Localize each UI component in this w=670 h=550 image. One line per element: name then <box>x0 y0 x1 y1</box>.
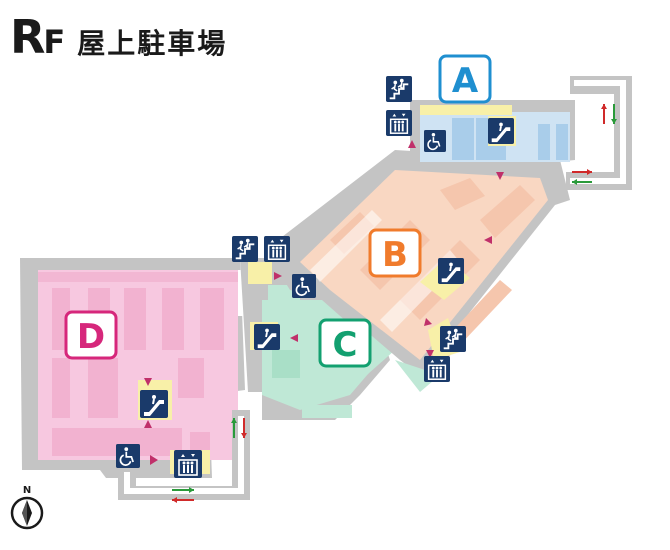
floor-code-f: F <box>43 23 66 61</box>
floor-name: 屋上駐車場 <box>77 27 228 60</box>
floor-title: R F 屋上駐車場 <box>10 14 227 62</box>
stairs-icon <box>386 76 412 102</box>
stairs-icon <box>440 326 466 352</box>
zone-label-d-text: D <box>77 317 105 357</box>
floor-code-r: R <box>10 10 45 64</box>
escalator-icon <box>488 118 514 144</box>
elevator-icon <box>174 450 202 478</box>
elevator-icon <box>424 356 450 382</box>
compass-icon: N <box>10 485 44 530</box>
elevator-icon <box>264 236 290 262</box>
ramp-bottom <box>118 410 250 503</box>
zone-label-c-text: C <box>333 325 358 365</box>
escalator-icon <box>438 258 464 284</box>
escalator-icon <box>254 324 280 350</box>
zone-d-area <box>20 258 268 478</box>
wheelchair-icon <box>116 444 140 468</box>
zone-label-a: A <box>438 54 492 104</box>
wheelchair-icon <box>292 274 316 298</box>
zone-label-b: B <box>368 228 422 278</box>
compass-n-label: N <box>23 485 31 496</box>
zone-label-d: D <box>64 310 118 360</box>
escalator-icon <box>140 390 168 418</box>
wheelchair-icon <box>424 130 446 152</box>
stairs-icon <box>232 236 258 262</box>
zone-label-c: C <box>318 318 372 368</box>
zone-label-a-text: A <box>452 61 479 101</box>
zone-label-b-text: B <box>382 235 408 275</box>
ramp-top <box>566 76 632 190</box>
elevator-icon <box>386 110 412 136</box>
entrance-markers <box>144 140 504 465</box>
